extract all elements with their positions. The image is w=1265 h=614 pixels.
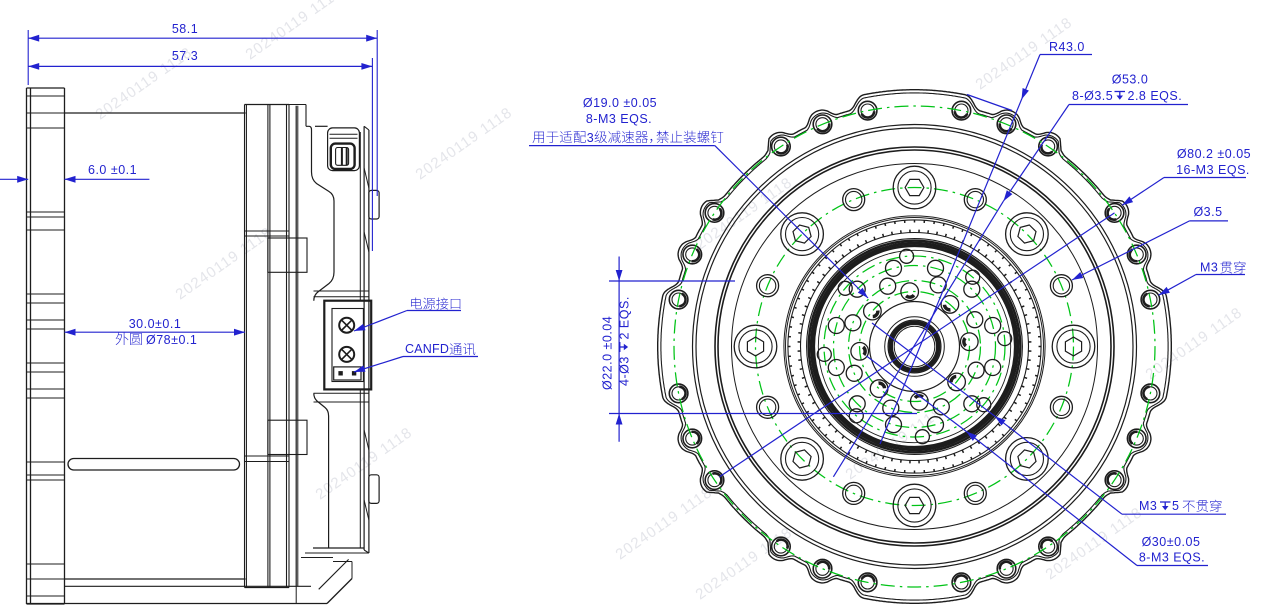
svg-text:5: 5 [1172,499,1179,513]
svg-text:Ø80.2 ±0.05: Ø80.2 ±0.05 [1177,147,1251,161]
svg-text:8-M3 EQS.: 8-M3 EQS. [586,112,652,126]
svg-text:M3: M3 [1200,261,1218,275]
svg-text:CANFD: CANFD [405,342,449,356]
svg-text:2.8 EQS.: 2.8 EQS. [1128,89,1183,103]
svg-text:57.3: 57.3 [172,49,198,63]
svg-text:8-M3 EQS.: 8-M3 EQS. [1139,551,1205,565]
svg-text:58.1: 58.1 [172,22,198,36]
svg-text:2 EQS.: 2 EQS. [618,296,632,339]
svg-text:8-Ø3.5: 8-Ø3.5 [1072,89,1113,103]
svg-text:30.0±0.1: 30.0±0.1 [129,317,182,331]
svg-text:16-M3 EQS.: 16-M3 EQS. [1176,163,1250,177]
svg-text:Ø3.5: Ø3.5 [1193,205,1222,219]
svg-text:3: 3 [587,131,594,145]
svg-text:4-Ø3: 4-Ø3 [618,356,632,386]
svg-text:Ø30±0.05: Ø30±0.05 [1142,535,1201,549]
svg-text:Ø22.0 ±0.04: Ø22.0 ±0.04 [601,316,615,390]
svg-text:M3: M3 [1139,499,1157,513]
svg-text:R43.0: R43.0 [1049,40,1085,54]
svg-text:Ø78±0.1: Ø78±0.1 [146,333,197,347]
svg-text:Ø53.0: Ø53.0 [1112,73,1149,87]
svg-text:6.0 ±0.1: 6.0 ±0.1 [88,163,137,177]
svg-text:Ø19.0 ±0.05: Ø19.0 ±0.05 [583,96,657,110]
